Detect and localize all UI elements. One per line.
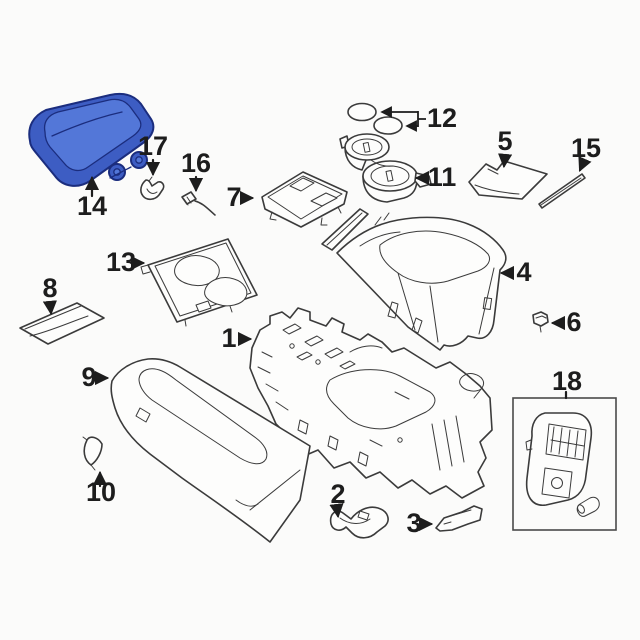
part-label-13: 13 (106, 247, 136, 277)
arrow-2 (329, 503, 344, 519)
part-10-clip-drawing (82, 436, 103, 471)
part-label-10: 10 (86, 477, 116, 507)
part-label-6: 6 (566, 307, 581, 337)
part-7-top-panel-drawing (261, 171, 348, 228)
part-18-box-drawing (512, 397, 617, 531)
part-17-latch-drawing (140, 176, 165, 201)
part-5-pad-drawing (468, 160, 548, 200)
part-label-17: 17 (138, 131, 168, 161)
part-3-bracket-drawing (435, 505, 483, 532)
arrow-8 (42, 300, 58, 316)
part-2-bracket-drawing (329, 506, 389, 539)
arrow-5 (497, 153, 513, 169)
part-label-16: 16 (181, 148, 211, 178)
part-6-clip-drawing (532, 311, 549, 333)
part-15-rod-drawing (538, 173, 586, 209)
part-4-rear-trim-drawing (321, 208, 507, 351)
callout-arrows (42, 153, 592, 532)
part-16-screw-drawing (181, 191, 216, 216)
part-9-side-panel-drawing (110, 358, 311, 543)
part-1-console-frame-drawing (249, 301, 493, 499)
part-label-18: 18 (552, 366, 582, 396)
part-label-2: 2 (330, 479, 345, 509)
part-label-8: 8 (42, 273, 57, 303)
arrow-15 (578, 155, 592, 172)
part-label-11: 11 (428, 162, 457, 192)
part-8-mat-drawing (19, 302, 105, 345)
callout-labels: 1 2 3 4 5 6 7 8 9 10 11 12 13 14 15 16 1… (42, 103, 601, 538)
part-label-12: 12 (427, 103, 457, 133)
part-label-3: 3 (406, 508, 421, 538)
part-label-5: 5 (497, 126, 512, 156)
part-13-trim-panel-drawing (140, 238, 258, 327)
part-label-14: 14 (77, 191, 107, 221)
part-label-9: 9 (81, 362, 96, 392)
part-label-4: 4 (516, 257, 531, 287)
part-label-15: 15 (571, 133, 601, 163)
part-12-seals-drawing (347, 102, 426, 135)
part-14-armrest-drawing (28, 92, 155, 187)
part-11-cupholder-drawing (339, 133, 432, 203)
part-label-7: 7 (226, 182, 241, 212)
part-label-1: 1 (221, 323, 236, 353)
